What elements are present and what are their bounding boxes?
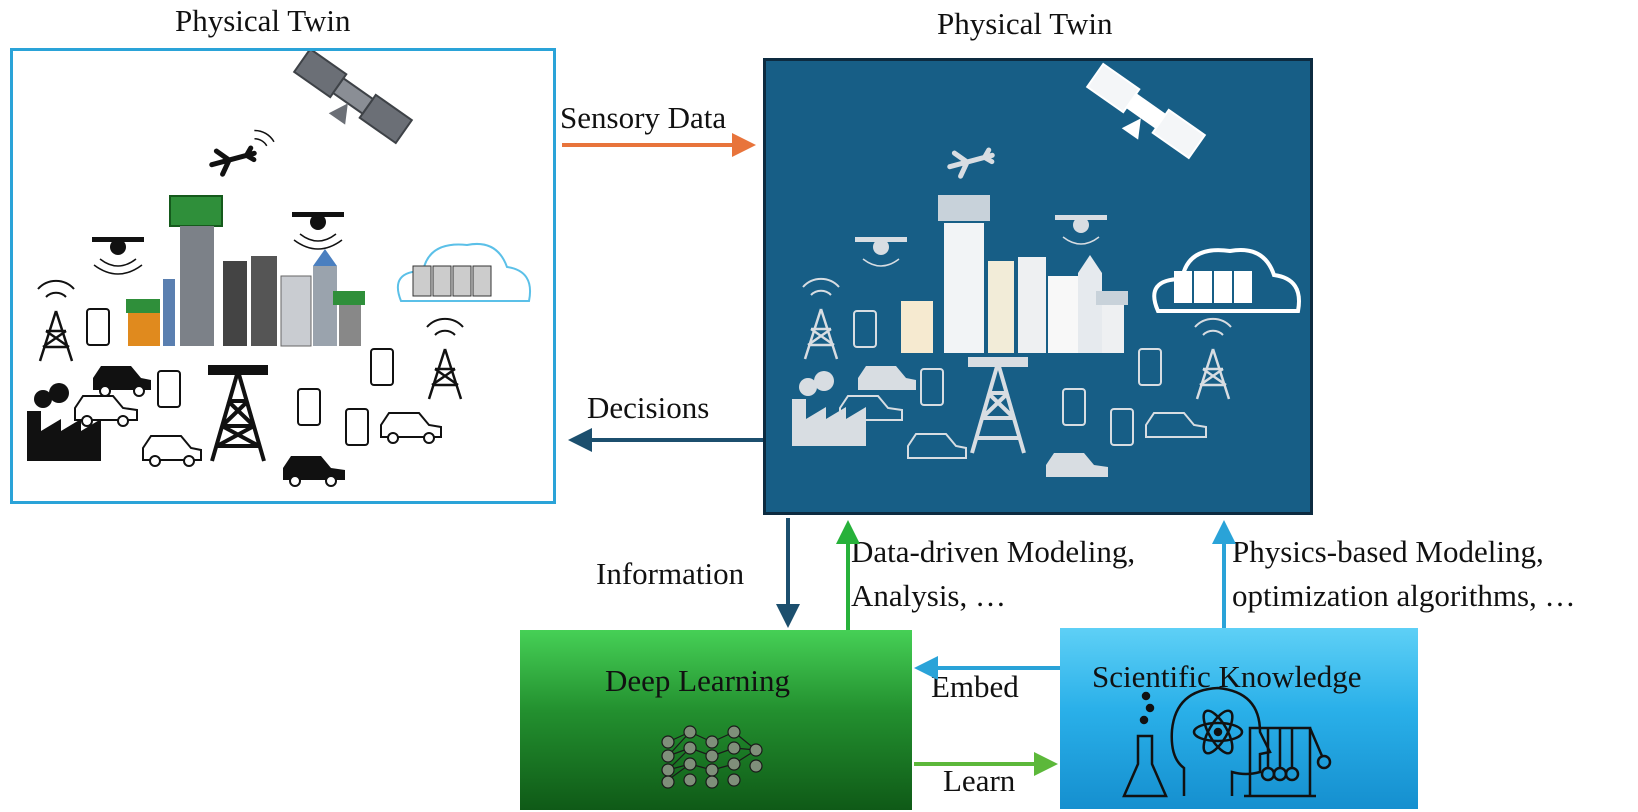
skyscraper-city-icon <box>901 195 1128 353</box>
airplane-icon <box>209 129 275 177</box>
smartphone-icon <box>1138 348 1162 386</box>
physical-twin-panel <box>10 48 556 504</box>
smartphone-icon <box>157 370 181 408</box>
deep-learning-title: Deep Learning <box>605 663 791 698</box>
drone-icon <box>292 212 344 250</box>
decisions-label: Decisions <box>587 390 710 425</box>
drone-icon <box>1055 215 1107 245</box>
cell-tower-icon <box>208 365 268 462</box>
data-driven-label-line1: Data-driven Modeling, <box>851 534 1136 569</box>
drone-icon <box>855 237 907 267</box>
cell-tower-icon <box>802 277 840 360</box>
skyscraper-city-icon <box>126 195 365 347</box>
data-driven-label-line2: Analysis, … <box>851 578 1006 613</box>
cell-tower-icon <box>968 357 1028 454</box>
factory-icon <box>27 383 101 461</box>
smartphone-icon <box>86 308 110 346</box>
physics-label-line1: Physics-based Modeling, <box>1232 534 1544 569</box>
smartphone-icon <box>370 348 394 386</box>
drone-icon <box>92 237 144 275</box>
smartphone-icon <box>345 408 369 446</box>
car-icon <box>74 395 138 427</box>
sensory-data-label: Sensory Data <box>560 100 727 135</box>
left-panel-title: Physical Twin <box>175 3 351 38</box>
car-icon <box>1145 412 1207 438</box>
neural-network-icon <box>661 725 763 789</box>
smartphone-icon <box>1110 408 1134 446</box>
car-icon <box>93 366 151 397</box>
smartphone-icon <box>853 310 877 348</box>
car-icon <box>907 433 967 459</box>
information-label: Information <box>596 556 745 591</box>
smartphone-icon <box>920 368 944 406</box>
deep-learning-box: Deep Learning <box>520 630 912 810</box>
cell-tower-icon <box>37 279 75 362</box>
car-icon <box>839 395 903 421</box>
learn-label: Learn <box>943 763 1016 798</box>
car-icon <box>283 456 345 487</box>
cell-tower-icon <box>426 317 464 400</box>
car-icon <box>858 366 916 390</box>
newtons-cradle-icon <box>1244 726 1332 798</box>
right-panel-title: Physical Twin <box>937 6 1113 41</box>
atom-head-icon <box>1170 686 1272 796</box>
smartphone-icon <box>1062 388 1086 426</box>
cloud-server-icon <box>1152 248 1301 313</box>
cloud-server-icon <box>396 243 531 302</box>
factory-icon <box>792 371 866 446</box>
car-icon <box>1046 453 1108 477</box>
scientific-knowledge-box: Scientific Knowledge <box>1060 628 1418 809</box>
smartphone-icon <box>297 388 321 426</box>
physics-label-line2: optimization algorithms, … <box>1232 578 1576 613</box>
airplane-icon <box>947 147 995 179</box>
car-icon <box>380 412 442 444</box>
digital-twin-panel <box>763 58 1313 515</box>
satellite-icon <box>292 51 414 145</box>
embed-label: Embed <box>931 669 1019 704</box>
flask-icon <box>1122 691 1168 798</box>
cell-tower-icon <box>1194 317 1232 400</box>
satellite-icon <box>1085 62 1207 160</box>
car-icon <box>142 435 202 467</box>
